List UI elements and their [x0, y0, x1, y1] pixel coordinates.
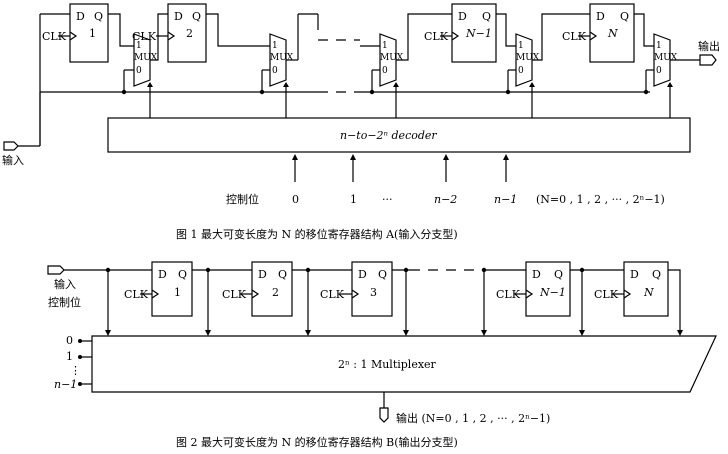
flipflop-n	[589, 3, 635, 63]
control-label-a: 控制位	[226, 192, 259, 206]
svg-text:1: 1	[656, 41, 662, 51]
flipflop-b-2	[251, 261, 293, 317]
flipflop-b-1	[151, 261, 193, 317]
svg-text:D: D	[76, 10, 85, 23]
svg-text:D: D	[630, 268, 639, 281]
svg-text:1: 1	[66, 350, 73, 363]
flipflop-n-minus-1	[451, 3, 497, 63]
svg-text:0: 0	[272, 66, 278, 76]
input-label: 输入	[2, 153, 24, 167]
svg-text:0: 0	[382, 66, 388, 76]
caption-b: 图 2 最大可变长度为 N 的移位寄存器结构 B(输出分支型)	[176, 435, 458, 449]
control-inputs-a: 0 1 ··· n−2 n−1	[292, 154, 517, 206]
svg-text:MUX: MUX	[516, 53, 540, 63]
svg-text:CLK: CLK	[496, 288, 521, 301]
svg-text:D: D	[158, 268, 167, 281]
svg-text:Q: Q	[178, 268, 187, 281]
svg-text:CLK: CLK	[424, 30, 449, 43]
output-note-b: 输出 (N=0 , 1 , 2 , ··· , 2ⁿ−1)	[396, 411, 550, 425]
svg-text:MUX: MUX	[654, 53, 678, 63]
svg-text:CLK: CLK	[222, 288, 247, 301]
svg-text:n−1: n−1	[54, 378, 77, 391]
control-label-b: 控制位	[48, 295, 81, 309]
flipflop-b-3	[351, 261, 393, 317]
svg-text:D: D	[358, 268, 367, 281]
svg-text:D: D	[596, 10, 605, 23]
range-note-a: (N=0 , 1 , 2 , ··· , 2ⁿ−1)	[536, 193, 665, 206]
svg-text:1: 1	[272, 41, 278, 51]
mux-n	[515, 33, 533, 87]
input-label-b: 输入	[54, 277, 76, 291]
svg-text:0: 0	[136, 66, 142, 76]
mux-2	[269, 33, 287, 87]
caption-a: 图 1 最大可变长度为 N 的移位寄存器结构 A(输入分支型)	[176, 227, 458, 241]
svg-text:MUX: MUX	[380, 53, 404, 63]
svg-text:D: D	[458, 10, 467, 23]
input-arrow-icon	[3, 141, 19, 151]
svg-text:0: 0	[656, 66, 662, 76]
output-arrow-icon-b	[379, 407, 389, 423]
svg-text:MUX: MUX	[270, 53, 294, 63]
svg-text:Q: Q	[94, 10, 103, 23]
svg-text:n−1: n−1	[494, 193, 517, 206]
input-arrow-icon-b	[47, 265, 65, 275]
svg-text:1: 1	[382, 41, 388, 51]
svg-text:2: 2	[186, 27, 193, 40]
svg-text:D: D	[532, 268, 541, 281]
flipflop-b-n-minus-1	[525, 261, 571, 317]
clk-label: CLK	[42, 30, 67, 43]
svg-text:1: 1	[518, 41, 524, 51]
svg-text:CLK: CLK	[562, 30, 587, 43]
svg-text:Q: Q	[482, 10, 491, 23]
svg-text:MUX: MUX	[134, 53, 158, 63]
svg-text:Q: Q	[378, 268, 387, 281]
svg-text:N: N	[607, 27, 618, 40]
flipflop-index: 1	[89, 27, 96, 40]
svg-text:···: ···	[382, 193, 393, 206]
decoder-label: n−to−2ⁿ decoder	[340, 129, 437, 142]
mux-output	[653, 33, 671, 87]
output-arrow-icon	[699, 54, 717, 66]
svg-text:0: 0	[292, 193, 299, 206]
svg-text:D: D	[174, 10, 183, 23]
select-inputs-b: 0 1 ⋮ n−1	[54, 334, 92, 391]
flipflop-2	[167, 3, 207, 63]
svg-text:0: 0	[66, 334, 73, 347]
svg-text:Q: Q	[652, 268, 661, 281]
svg-text:D: D	[258, 268, 267, 281]
svg-text:CLK: CLK	[124, 288, 149, 301]
multiplexer-block	[91, 335, 717, 393]
svg-text:Q: Q	[278, 268, 287, 281]
mux-n-minus-1	[379, 33, 397, 87]
multiplexer-label: 2ⁿ : 1 Multiplexer	[338, 358, 437, 371]
output-label: 输出	[698, 39, 720, 53]
figure-a: 输入 D Q 1 CLK 1 MUX 0 D Q 2 CLK	[2, 3, 720, 241]
svg-text:Q: Q	[192, 10, 201, 23]
flipflop-1	[69, 3, 109, 63]
svg-text:1: 1	[136, 41, 142, 51]
flipflop-b-n	[623, 261, 669, 317]
svg-text:1: 1	[350, 193, 357, 206]
svg-text:Q: Q	[620, 10, 629, 23]
svg-text:⋮: ⋮	[70, 364, 81, 377]
svg-text:0: 0	[518, 66, 524, 76]
svg-text:Q: Q	[554, 268, 563, 281]
svg-text:n−2: n−2	[434, 193, 457, 206]
svg-text:N: N	[643, 286, 654, 299]
svg-text:N−1: N−1	[465, 27, 492, 40]
figure-b: 输入 控制位 D Q 1 CLK D Q 2 CLK D Q 3	[47, 261, 717, 449]
svg-text:1: 1	[174, 286, 181, 299]
svg-text:3: 3	[370, 286, 377, 299]
svg-text:CLK: CLK	[132, 30, 157, 43]
mux-1	[133, 33, 151, 87]
svg-text:CLK: CLK	[320, 288, 345, 301]
decoder-block	[107, 117, 691, 153]
svg-text:CLK: CLK	[594, 288, 619, 301]
svg-text:2: 2	[272, 286, 279, 299]
svg-text:N−1: N−1	[539, 286, 566, 299]
